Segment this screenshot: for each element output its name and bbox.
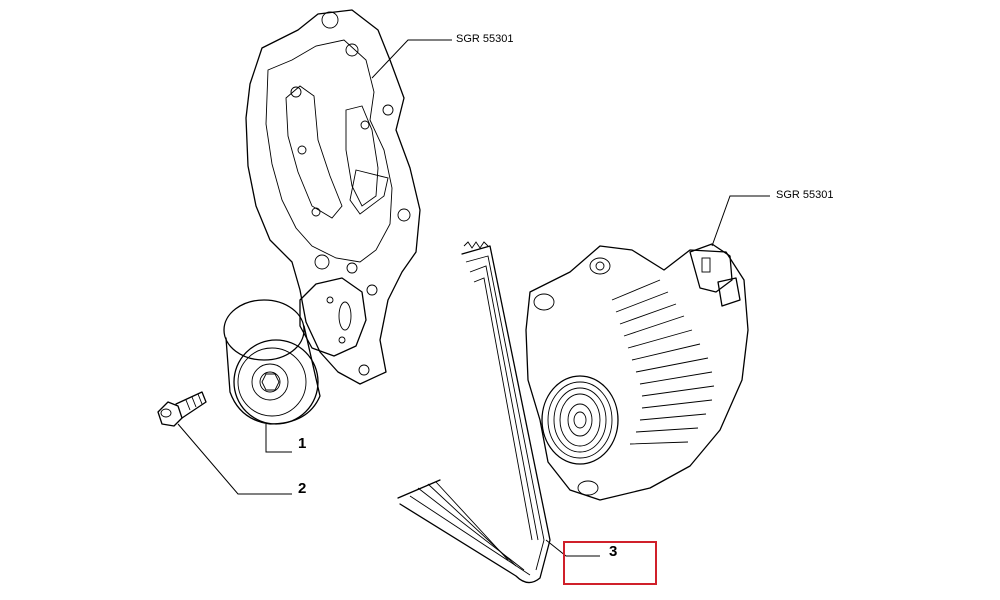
leader-lines — [177, 39, 770, 557]
leader-top-ref — [371, 39, 452, 79]
leader-3 — [545, 539, 600, 557]
callout-1: 1 — [298, 435, 307, 452]
bolt — [157, 391, 207, 427]
leader-2 — [177, 423, 292, 495]
leader-1 — [265, 424, 292, 453]
tensioner-pulley — [223, 299, 321, 425]
reference-label-top: SGR 55301 — [456, 33, 514, 45]
leader-right-ref — [711, 195, 770, 247]
callout-2: 2 — [298, 480, 307, 497]
mounting-bracket — [245, 9, 421, 385]
poly-v-belt — [397, 241, 551, 584]
callout-3-highlight-box — [563, 541, 657, 585]
callout-3: 3 — [609, 543, 618, 560]
reference-label-right: SGR 55301 — [776, 189, 834, 201]
alternator — [525, 243, 749, 501]
